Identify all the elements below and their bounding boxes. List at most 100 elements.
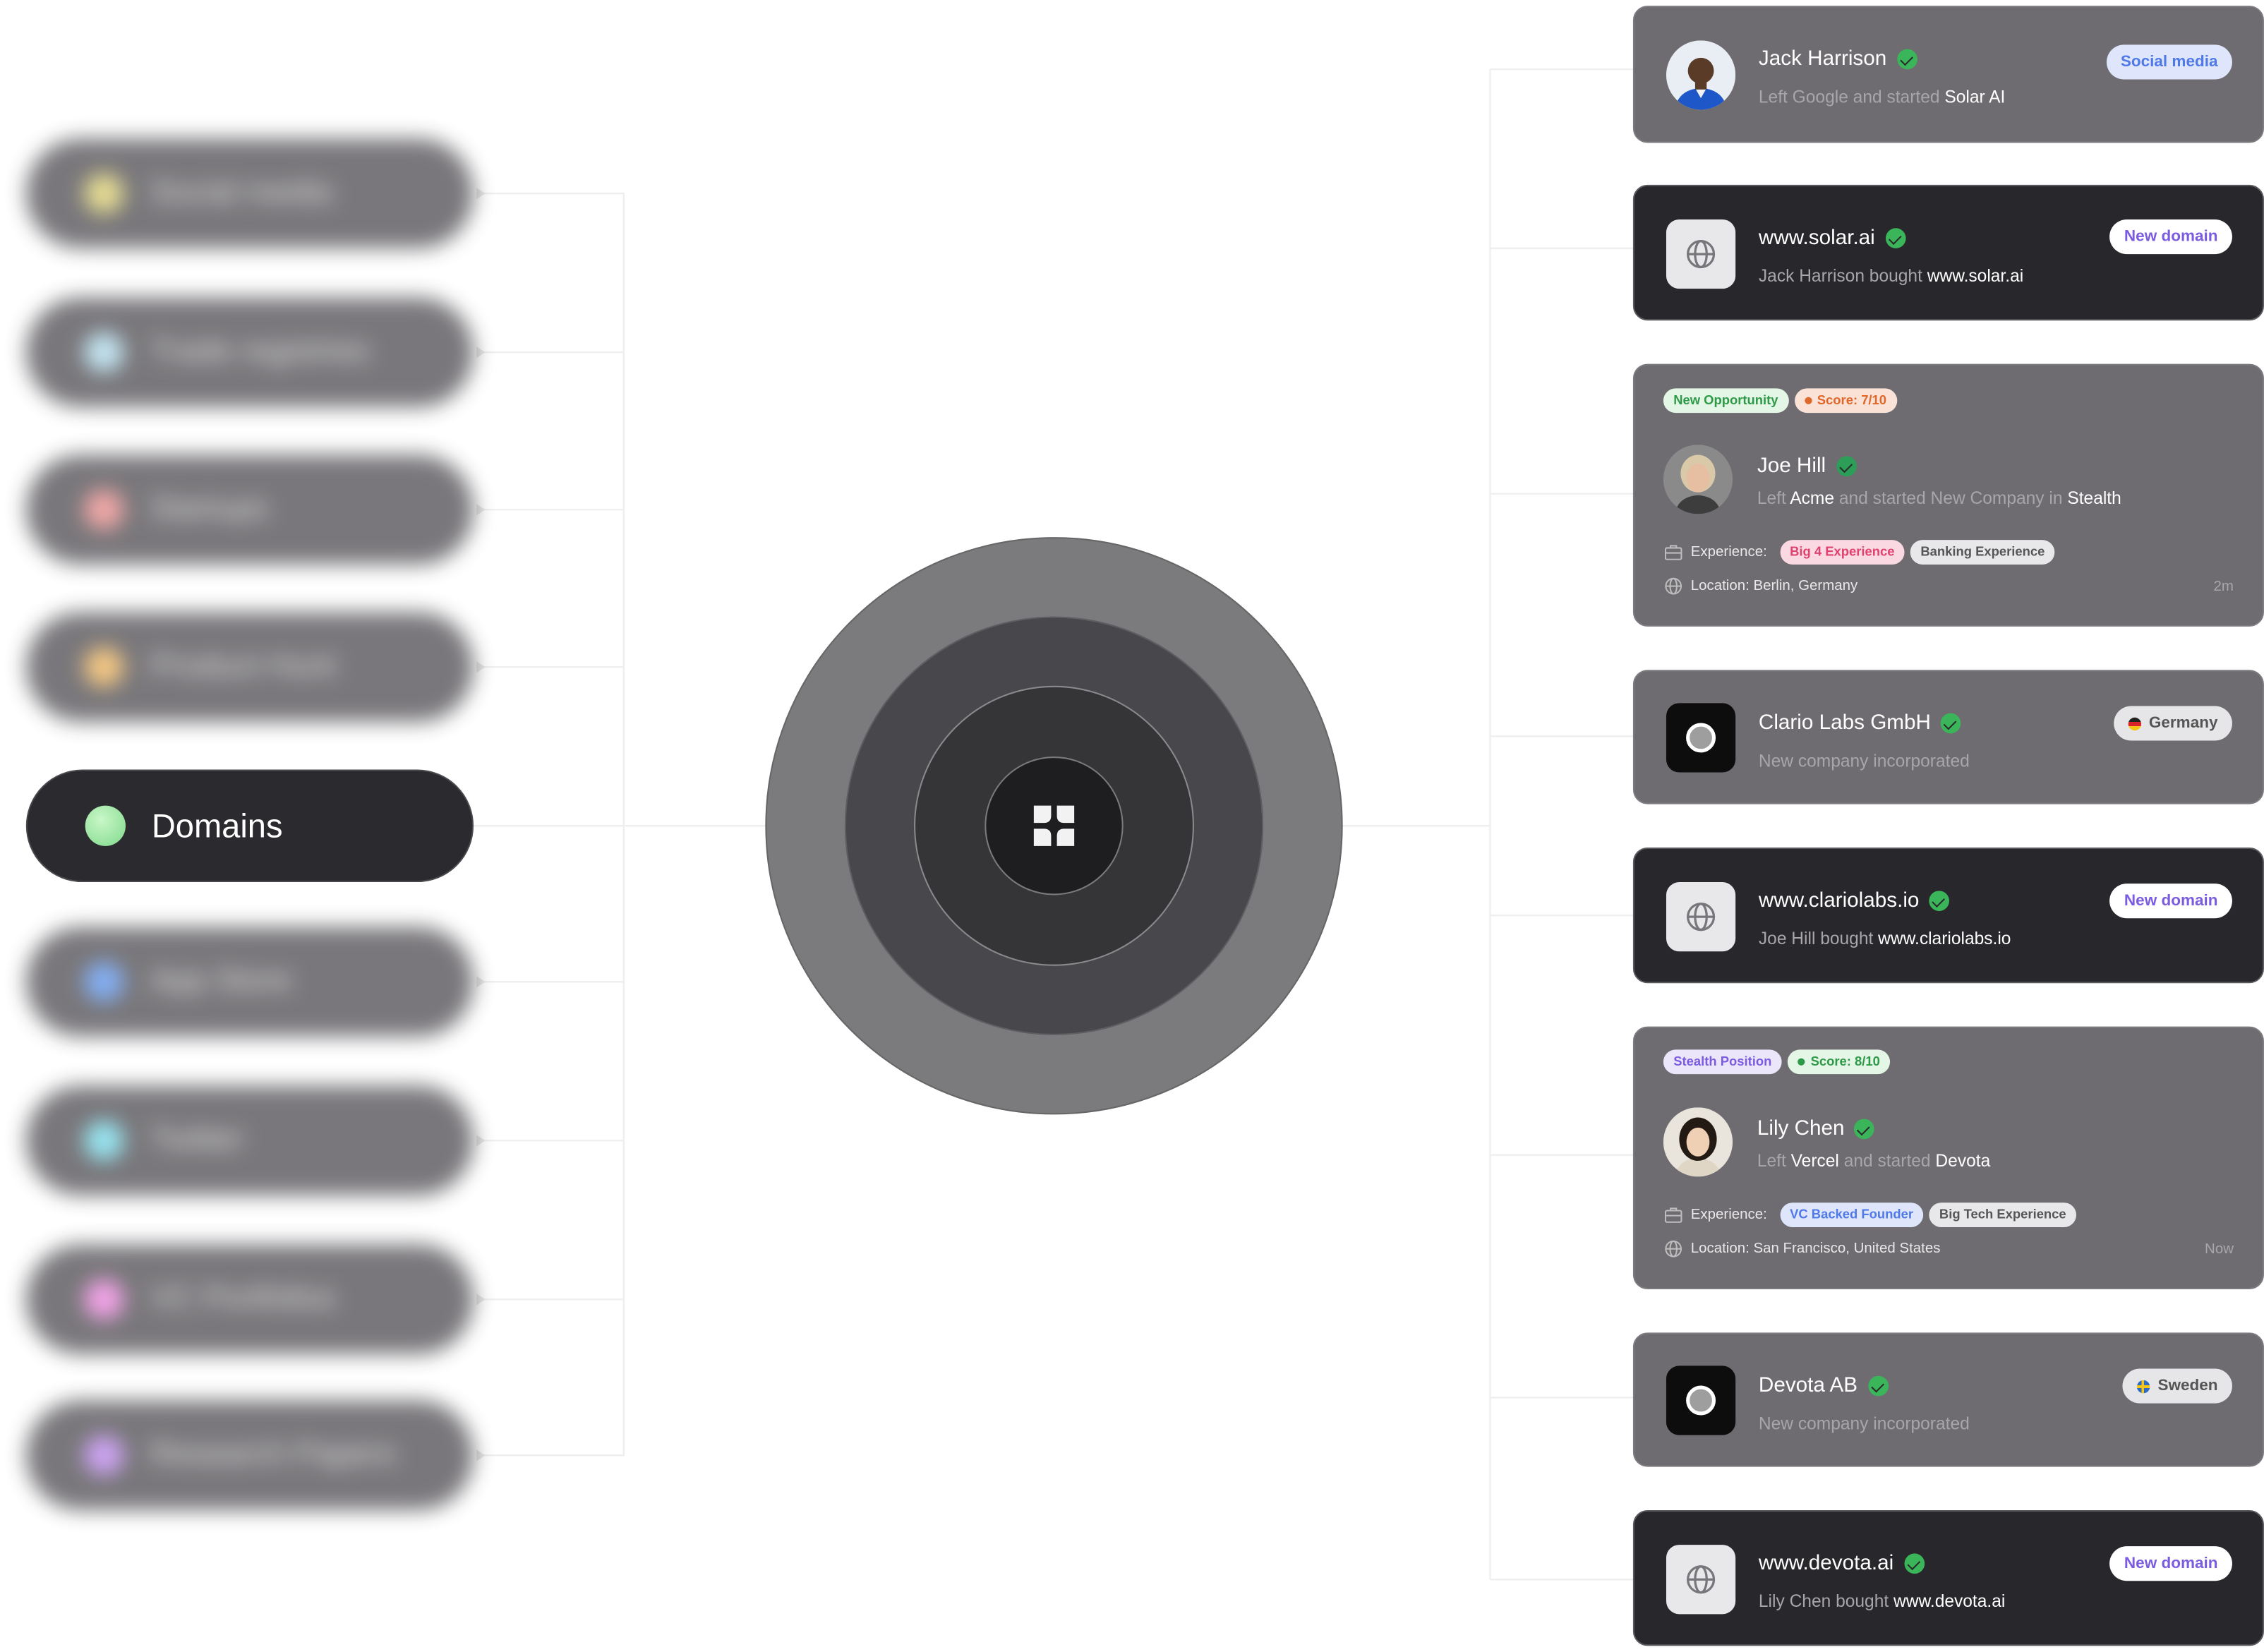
verified-check-icon [1836, 456, 1857, 477]
source-dot-icon [83, 489, 124, 530]
country-badge[interactable]: Germany [2114, 706, 2232, 741]
globe-icon [1665, 1240, 1682, 1258]
new-domain-badge[interactable]: New domain [2109, 884, 2232, 919]
avatar [1663, 445, 1733, 514]
source-label: Research Papers [150, 1435, 396, 1471]
feed-card-domain[interactable]: www.solar.ai Jack Harrison bought www.so… [1632, 184, 2264, 321]
source-label: Product Hunt [150, 646, 336, 683]
person-name: Jack Harrison [1759, 48, 1917, 71]
score-tag: Score: 7/10 [1794, 388, 1897, 414]
domain-tile [1666, 1545, 1736, 1615]
feed-card-domain[interactable]: www.devota.ai Lily Chen bought www.devot… [1632, 1510, 2264, 1646]
person-name: Lily Chen [1757, 1118, 1875, 1140]
company-tile [1666, 1365, 1736, 1435]
location-row: Location: Berlin, Germany [1665, 577, 1857, 595]
globe-icon [1687, 240, 1716, 269]
domain-name: www.solar.ai [1759, 227, 1905, 250]
source-dot-icon [83, 1279, 124, 1320]
source-label: VC Portfolios [150, 1279, 336, 1315]
source-dot-icon [83, 173, 124, 214]
company-logo-icon [1686, 1385, 1716, 1416]
new-domain-badge[interactable]: New domain [2109, 219, 2232, 255]
sweden-flag-icon [2137, 1380, 2151, 1393]
feed-card-person[interactable]: Jack Harrison Left Google and started So… [1632, 6, 2264, 143]
source-pill-1[interactable]: Trade registries [25, 297, 474, 407]
domain-tile [1666, 882, 1736, 952]
domain-activity: Lily Chen bought www.devota.ai [1758, 1591, 2006, 1612]
verified-check-icon [1941, 713, 1961, 734]
source-pill-6[interactable]: Twitter [25, 1085, 474, 1196]
country-badge[interactable]: Sweden [2123, 1368, 2232, 1404]
source-dot-icon [83, 961, 124, 1002]
domain-name: www.clariolabs.io [1759, 889, 1950, 912]
source-dot-icon [83, 332, 124, 373]
source-pill-0[interactable]: Social media [25, 138, 474, 248]
feed-card-company[interactable]: Devota AB New company incorporated Swede… [1632, 1332, 2264, 1467]
company-activity: New company incorporated [1758, 750, 1970, 771]
source-pill-7[interactable]: VC Portfolios [25, 1244, 474, 1355]
experience-tag: Big 4 Experience [1779, 540, 1905, 565]
verified-check-icon [1854, 1119, 1875, 1140]
source-label: Trade registries [150, 332, 370, 368]
verified-check-icon [1903, 1553, 1925, 1574]
germany-flag-icon [2128, 716, 2142, 730]
person-name: Joe Hill [1757, 454, 1857, 478]
source-pill-8[interactable]: Research Papers [25, 1400, 474, 1511]
timestamp: 2m [2213, 579, 2234, 595]
avatar [1666, 40, 1736, 110]
company-name: Devota AB [1759, 1375, 1889, 1397]
globe-icon [1687, 1565, 1716, 1594]
feed-card-domain[interactable]: www.clariolabs.io Joe Hill bought www.cl… [1632, 847, 2264, 984]
source-pill-5[interactable]: App Store [25, 927, 474, 1037]
company-activity: New company incorporated [1758, 1413, 1970, 1434]
source-pill-3[interactable]: Product Hunt [25, 612, 474, 722]
source-dot-icon [83, 646, 124, 687]
source-badge[interactable]: Social media [2106, 44, 2232, 80]
source-label: Domains [151, 807, 283, 845]
briefcase-icon [1664, 1207, 1682, 1223]
stealth-position-tag: Stealth Position [1663, 1049, 1782, 1075]
source-pill-domains[interactable]: Domains [25, 769, 474, 883]
briefcase-icon [1664, 545, 1682, 560]
source-label: Startups [150, 489, 269, 526]
source-dot-icon [83, 1120, 124, 1161]
company-logo-icon [1686, 723, 1716, 753]
experience-tag: Banking Experience [1910, 540, 2055, 565]
experience-tag: VC Backed Founder [1779, 1202, 1924, 1228]
verified-check-icon [1885, 228, 1905, 249]
source-pill-2[interactable]: Startups [25, 454, 474, 565]
verified-check-icon [1929, 891, 1950, 912]
new-domain-badge[interactable]: New domain [2109, 1546, 2232, 1581]
source-label: Twitter [150, 1120, 244, 1157]
domain-activity: Joe Hill bought www.clariolabs.io [1758, 928, 2011, 949]
new-opportunity-tag: New Opportunity [1663, 388, 1788, 414]
verified-check-icon [1896, 49, 1917, 70]
verified-check-icon [1867, 1376, 1889, 1397]
timestamp: Now [2205, 1241, 2234, 1258]
feed-card-company[interactable]: Clario Labs GmbH New company incorporate… [1632, 670, 2264, 804]
experience-tag: Big Tech Experience [1929, 1202, 2077, 1228]
source-dot-icon [83, 1435, 124, 1476]
company-tile [1666, 703, 1736, 773]
core-ring [985, 756, 1124, 896]
app-logo-icon [1033, 805, 1075, 846]
location-row: Location: San Francisco, United States [1665, 1240, 1940, 1258]
domain-tile [1666, 219, 1736, 289]
person-activity: Left Acme and started New Company in Ste… [1757, 488, 2121, 509]
globe-icon [1665, 577, 1682, 595]
person-activity: Left Google and started Solar AI [1758, 86, 2006, 107]
avatar [1663, 1107, 1733, 1177]
source-label: Social media [150, 173, 332, 210]
domains-dot-icon [85, 805, 126, 846]
domain-activity: Jack Harrison bought www.solar.ai [1758, 265, 2024, 287]
score-tag: Score: 8/10 [1787, 1049, 1891, 1075]
company-name: Clario Labs GmbH [1759, 712, 1961, 735]
